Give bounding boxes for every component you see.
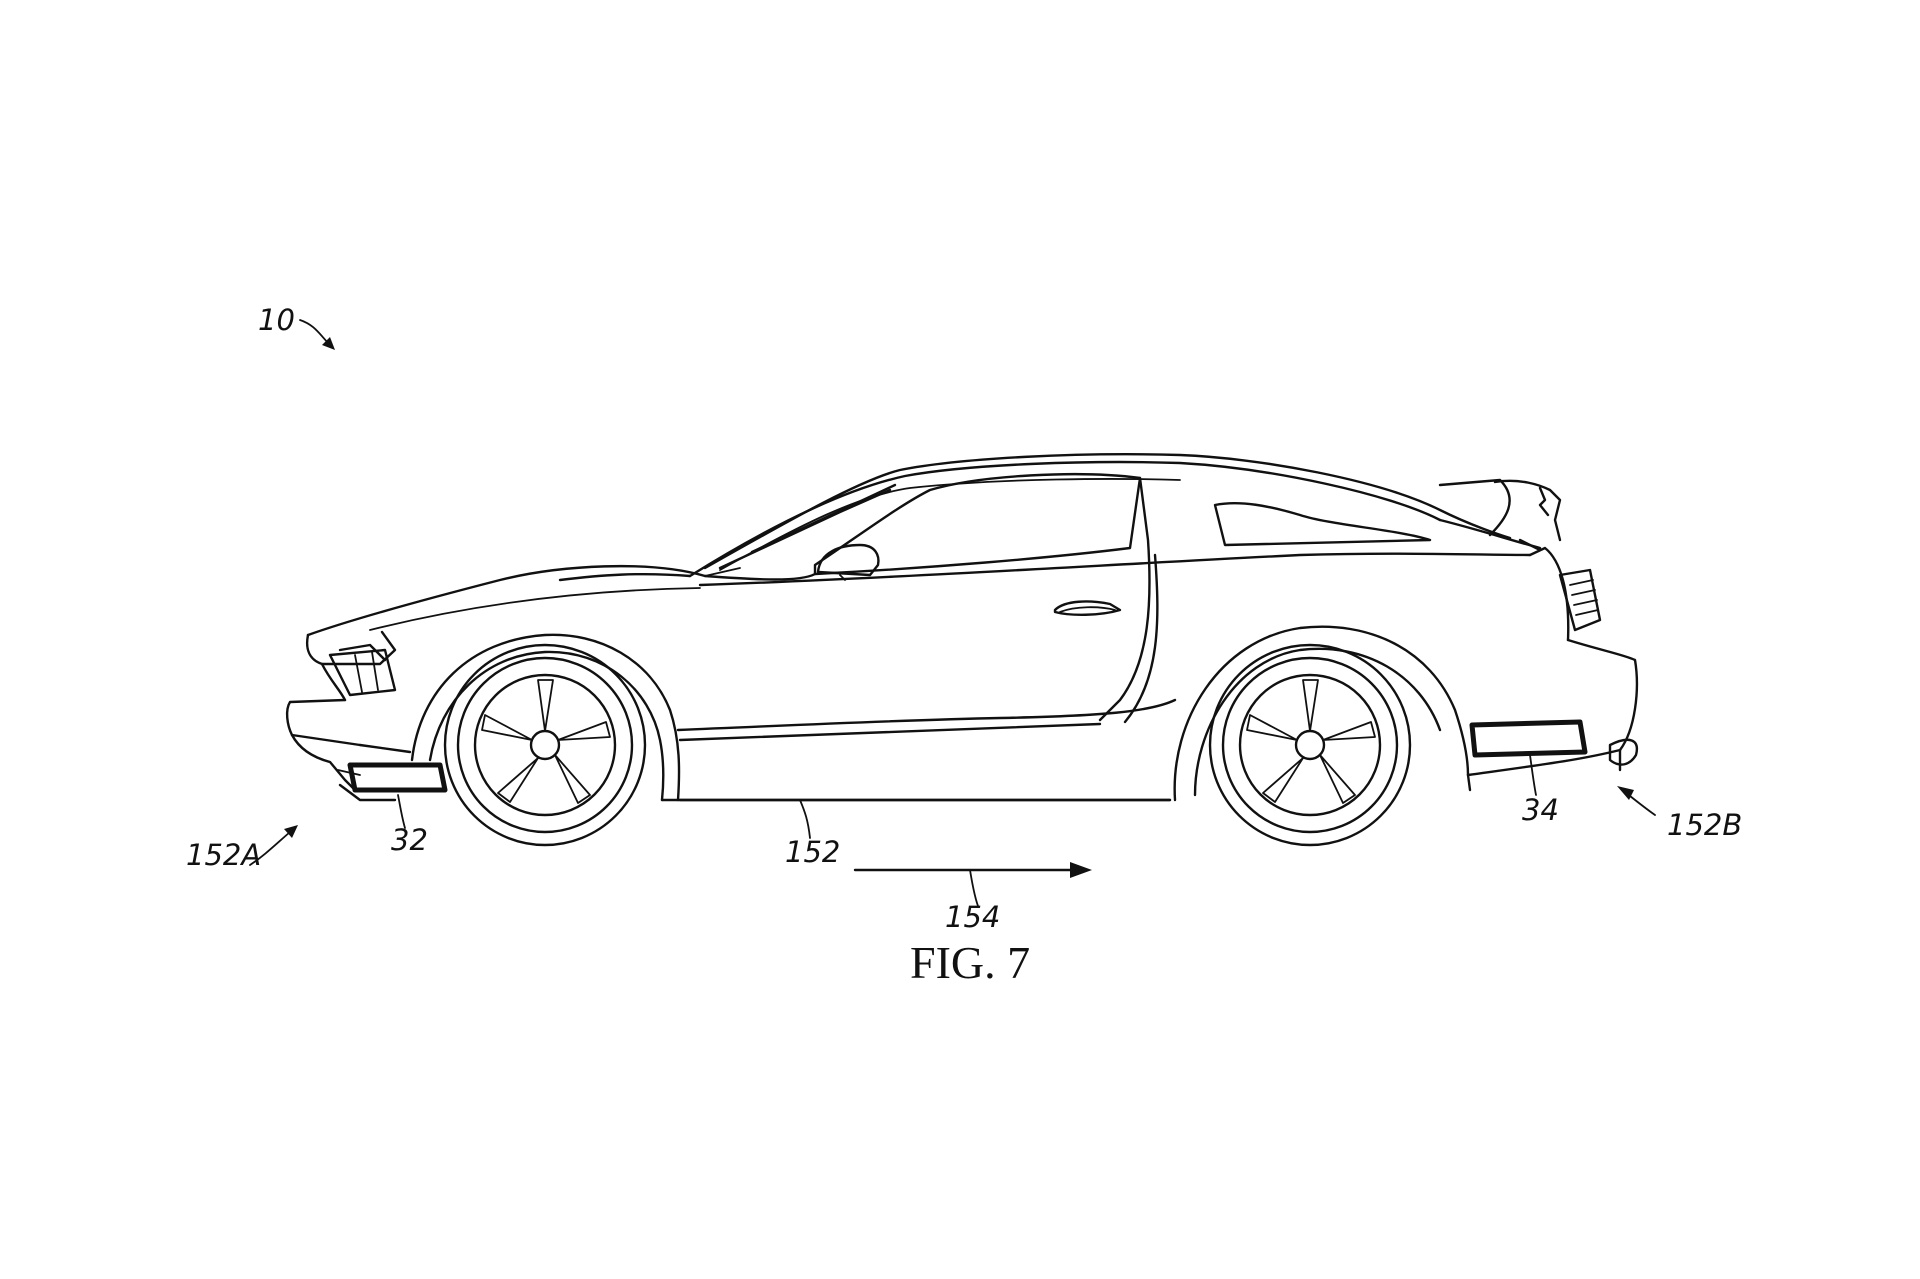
- leader-lines: [249, 319, 1656, 907]
- label-154: 154: [945, 900, 1000, 934]
- label-32: 32: [391, 823, 428, 857]
- label-152: 152: [785, 835, 840, 869]
- label-34: 34: [1522, 793, 1559, 827]
- label-152a: 152A: [186, 838, 261, 872]
- rear-sensor-34: [1469, 719, 1588, 758]
- reference-labels: 10 152A 32 152 154 34 152B: [186, 303, 1742, 934]
- front-wheel: [443, 643, 647, 847]
- label-152b: 152B: [1667, 808, 1742, 842]
- vehicle-drawing: [285, 453, 1639, 802]
- figure-caption: FIG. 7: [910, 937, 1030, 988]
- front-sensor-32: [347, 762, 448, 793]
- rear-wheel: [1208, 643, 1412, 847]
- label-10: 10: [258, 303, 295, 337]
